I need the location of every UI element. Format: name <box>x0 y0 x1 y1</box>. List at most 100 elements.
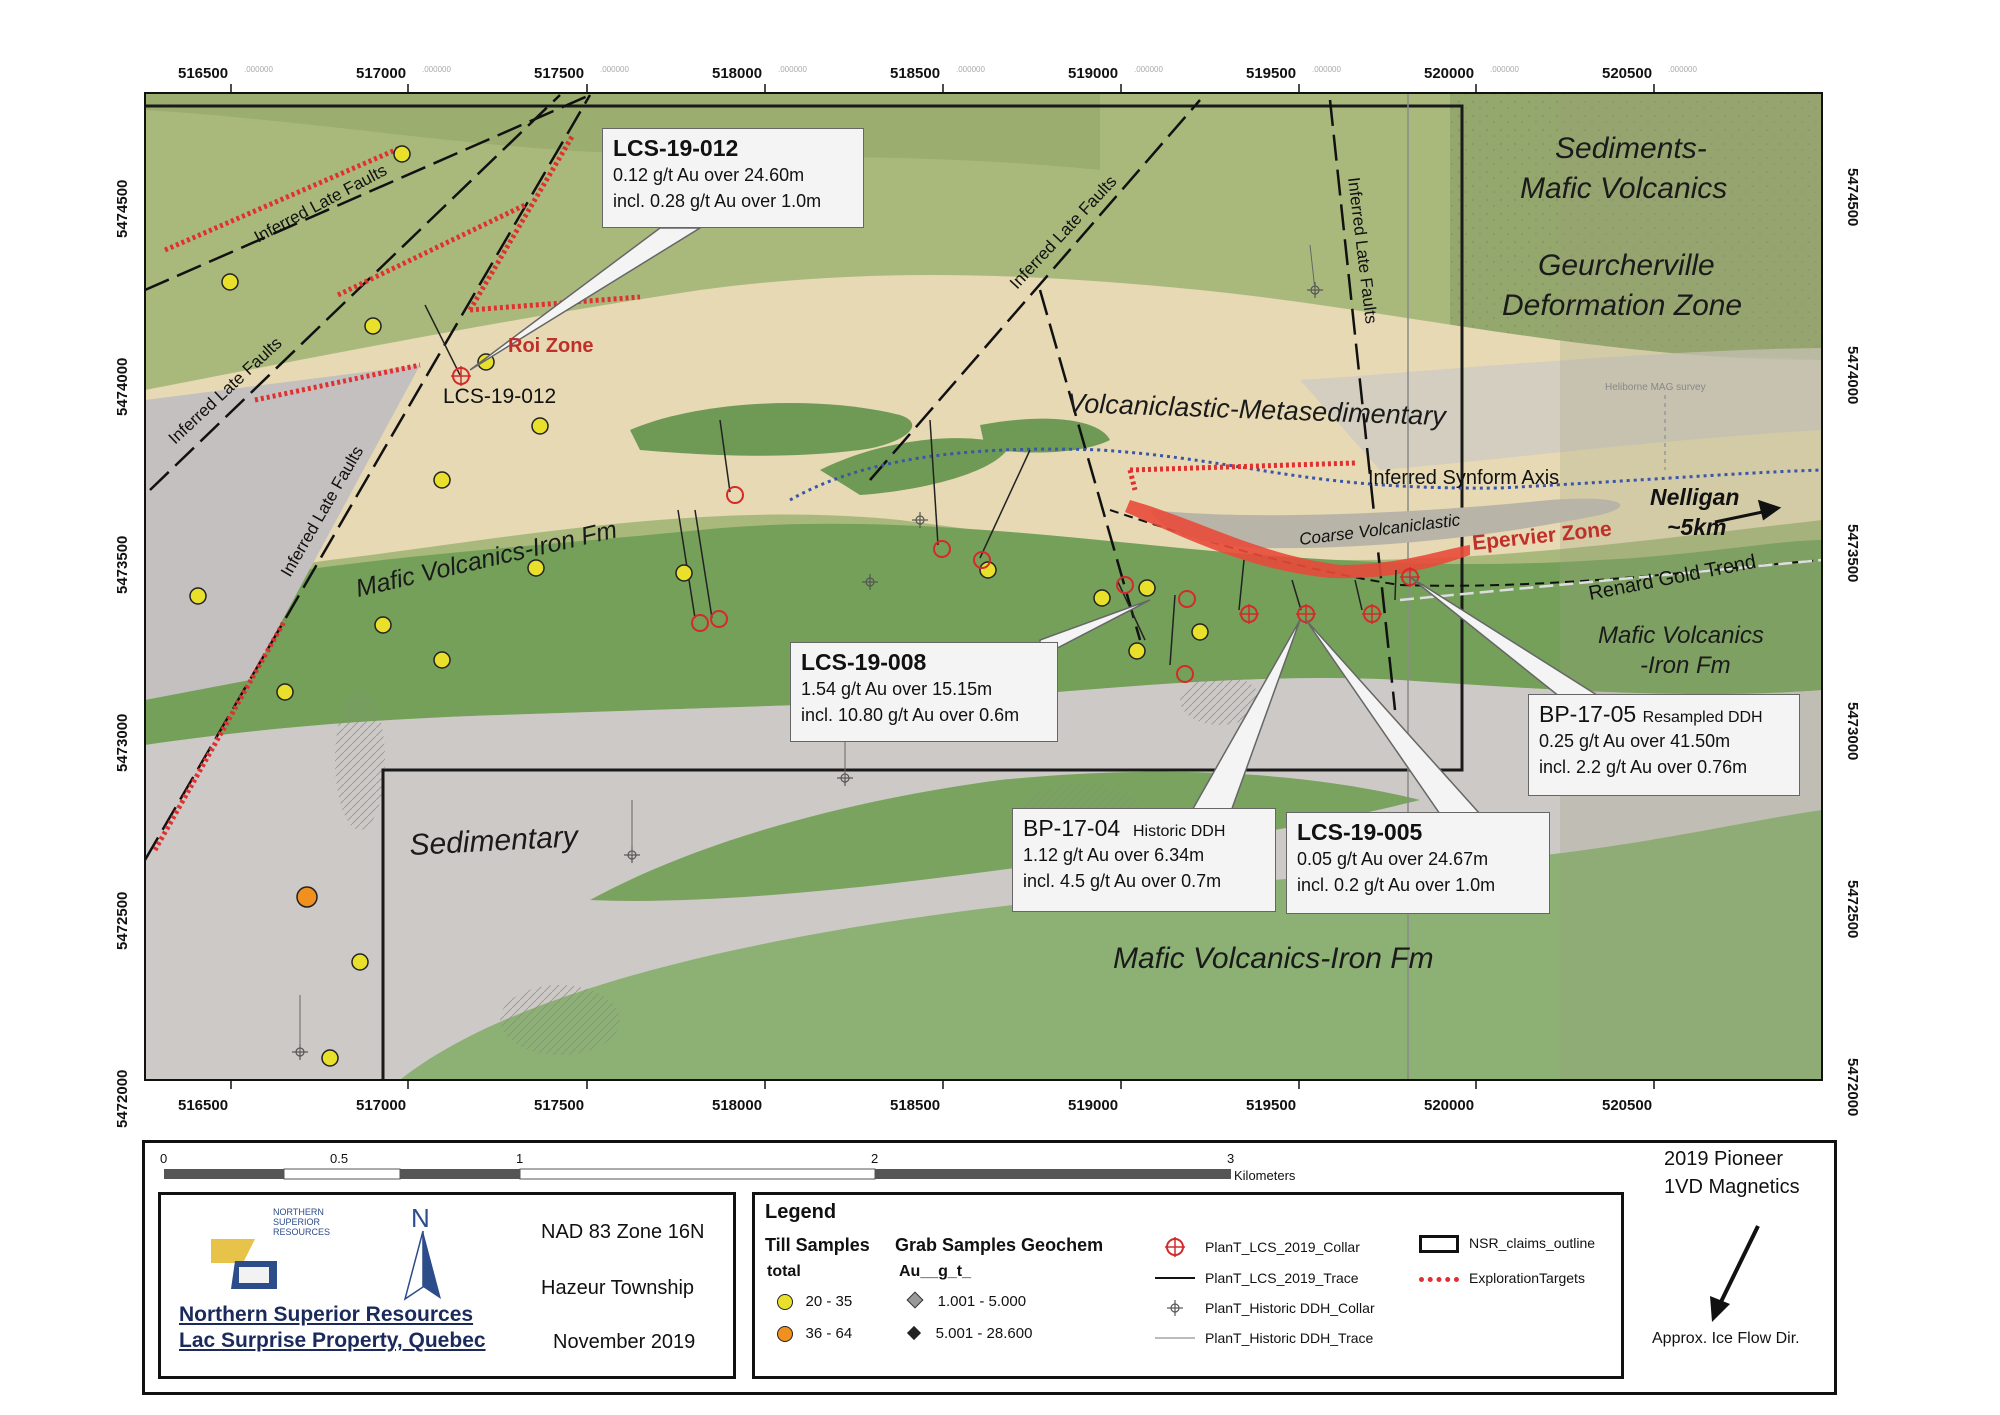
grey-band-right <box>1300 348 1822 470</box>
ddh-traces <box>424 304 1397 666</box>
x-tick-suffix: .000000 <box>956 65 985 74</box>
magnetics-subtitle: 1VD Magnetics <box>1664 1176 1800 1198</box>
unit-label: Mafic Volcanics <box>1520 172 1727 205</box>
lcs-2019-collar-crosses <box>451 366 1420 624</box>
green-lens-3 <box>980 418 1110 453</box>
north-letter: N <box>411 1203 430 1233</box>
company-logo-icon <box>211 1239 277 1289</box>
unit-label: Mafic Volcanics <box>1598 622 1764 649</box>
claims-outline <box>145 104 1464 1080</box>
diamond-icon <box>906 1291 924 1309</box>
callout-title: LCS-19-005 <box>1297 819 1423 845</box>
y-tick-left: 5473500 <box>114 536 131 594</box>
callout-line: 0.25 g/t Au over 41.50m <box>1539 731 1731 751</box>
x-tick-bottom: 516500 <box>178 1097 228 1114</box>
historic-ddh-traces <box>299 244 1316 1052</box>
callout-lcs-19-012: LCS-19-012 0.12 g/t Au over 24.60m incl.… <box>602 128 864 228</box>
scale-label: 0 <box>160 1151 167 1166</box>
x-tick-top: 520500 <box>1602 65 1652 82</box>
x-tick-bottom: 517000 <box>356 1097 406 1114</box>
till-sample-36-64 <box>296 886 318 908</box>
epervier-zone-shape <box>1125 500 1470 579</box>
x-tick-top: 520000 <box>1424 65 1474 82</box>
callout-subtitle: Historic DDH <box>1132 823 1226 840</box>
unit-label: Geurcherville <box>1538 249 1715 282</box>
callout-line: incl. 4.5 g/t Au over 0.7m <box>1023 871 1222 891</box>
x-tick-top: 517000 <box>356 65 406 82</box>
scale-label: 2 <box>871 1151 878 1166</box>
claims-swatch <box>1419 1235 1459 1253</box>
north-arrow-icon <box>403 1231 441 1301</box>
callout-lcs-19-008: LCS-19-008 1.54 g/t Au over 15.15m incl.… <box>790 642 1058 742</box>
hatch-patch-1 <box>335 690 385 830</box>
claims-label: NSR_claims_outline <box>1469 1235 1596 1251</box>
legend-symbol-label: PlanT_LCS_2019_Collar <box>1205 1239 1360 1255</box>
info-panel: NORTHERN SUPERIOR RESOURCES N Northern S… <box>158 1192 736 1379</box>
y-tick-right: 5472500 <box>1844 880 1861 938</box>
x-tick-top: 518000 <box>712 65 762 82</box>
y-tick-right: 5473000 <box>1844 702 1861 760</box>
x-tick-suffix: .000000 <box>422 65 451 74</box>
y-tick-right: 5474000 <box>1844 346 1861 404</box>
scale-label: 0.5 <box>330 1151 348 1166</box>
map-date: November 2019 <box>553 1331 696 1353</box>
y-tick-left: 5474000 <box>114 358 131 416</box>
hatch-patch-3 <box>500 985 620 1055</box>
callout-title: BP-17-04 Historic DDH <box>1023 815 1265 842</box>
callout-subtitle: Resampled DDH <box>1642 709 1763 726</box>
callout-title-text: BP-17-05 <box>1539 701 1637 727</box>
y-tick-right: 5473500 <box>1844 524 1861 582</box>
grab-item: 1.001 - 5.000 <box>906 1291 1026 1310</box>
ice-flow-label: Approx. Ice Flow Dir. <box>1652 1330 1800 1347</box>
callout-bp-17-04: BP-17-04 Historic DDH 1.12 g/t Au over 6… <box>1012 808 1276 912</box>
callout-title-text: BP-17-04 <box>1023 815 1121 841</box>
x-tick-suffix: .000000 <box>1312 65 1341 74</box>
callout-line: incl. 2.2 g/t Au over 0.76m <box>1539 757 1748 777</box>
till-item-label: 20 - 35 <box>805 1293 853 1310</box>
property-name: Lac Surprise Property, Quebec <box>179 1329 486 1352</box>
till-swatch-yellow <box>777 1294 793 1311</box>
legend-title: Legend <box>765 1201 837 1223</box>
hatch-patch-2 <box>1180 675 1260 725</box>
x-tick-top: 517500 <box>534 65 584 82</box>
ice-flow-arrow-icon <box>1710 1225 1760 1322</box>
till-subtitle: total <box>767 1263 801 1280</box>
till-item: 20 - 35 <box>777 1293 853 1311</box>
x-tick-bottom: 519500 <box>1246 1097 1296 1114</box>
nelligan-label: Nelligan <box>1650 484 1739 510</box>
callout-line: 1.54 g/t Au over 15.15m <box>801 679 993 699</box>
x-tick-top: 519000 <box>1068 65 1118 82</box>
green-lens-1 <box>630 403 913 456</box>
footer-outer-frame <box>142 1140 1837 1395</box>
green-lens-2 <box>820 438 1010 495</box>
callout-line: 0.12 g/t Au over 24.60m <box>613 165 805 185</box>
y-tick-left: 5474500 <box>114 180 131 238</box>
x-tick-suffix: .000000 <box>600 65 629 74</box>
x-tick-bottom: 518500 <box>890 1097 940 1114</box>
callout-line: incl. 0.28 g/t Au over 1.0m <box>613 191 822 211</box>
nelligan-arrow <box>1714 499 1782 524</box>
coarse-volcaniclastic <box>1150 498 1621 549</box>
legend-panel: Legend Till Samples total 20 - 35 36 - 6… <box>752 1192 1624 1379</box>
north-arrow: N <box>401 1203 445 1301</box>
company-name: Northern Superior Resources <box>179 1303 474 1326</box>
grab-item: 5.001 - 28.600 <box>906 1325 1032 1342</box>
magnetics-title: 2019 Pioneer <box>1664 1148 1783 1170</box>
magsurvey-label: Heliborne MAG survey <box>1605 382 1706 393</box>
datum: NAD 83 Zone 16N <box>541 1221 705 1243</box>
grab-subtitle: Au__g_t_ <box>899 1263 972 1280</box>
targets-label: ExplorationTargets <box>1469 1270 1585 1286</box>
nelligan-distance: ~5km <box>1667 514 1726 540</box>
x-tick-bottom: 518000 <box>712 1097 762 1114</box>
y-tick-left: 5473000 <box>114 714 131 772</box>
mag-shade-right <box>1560 93 1822 1080</box>
x-tick-suffix: .000000 <box>1490 65 1519 74</box>
exploration-targets <box>152 133 1356 852</box>
x-tick-bottom: 517500 <box>534 1097 584 1114</box>
diamond-icon <box>906 1325 922 1341</box>
company-logo-text: NORTHERN SUPERIOR RESOURCES <box>273 1207 331 1237</box>
unit-label: Sediments- <box>1555 132 1707 165</box>
y-tick-left: 5472500 <box>114 892 131 950</box>
company-logo <box>209 1233 279 1291</box>
scale-unit: Kilometers <box>1234 1168 1296 1183</box>
